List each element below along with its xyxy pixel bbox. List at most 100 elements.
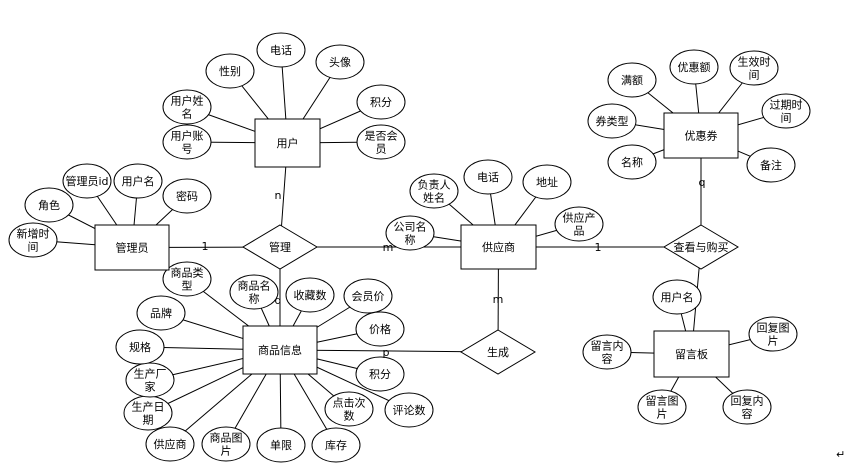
cardinality-c-coupon-viewbuy: q <box>699 176 706 189</box>
attribute-u-avatar: 头像 <box>315 44 365 80</box>
attribute-ellipse <box>607 144 657 180</box>
attribute-ellipse <box>115 329 165 365</box>
attribute-label-text: 间 <box>28 241 39 254</box>
attribute-ellipse <box>8 222 58 258</box>
attribute-label-text: 留言内 <box>591 339 624 353</box>
relationship-diamond <box>242 224 318 270</box>
attribute-label-text: 点击次 <box>333 396 366 410</box>
attribute-ellipse <box>162 89 212 125</box>
cardinality-c-user-manage: n <box>275 189 282 202</box>
entity-coupon: 优惠券 <box>663 112 739 159</box>
attribute-ellipse <box>385 215 435 251</box>
attribute-p-reviews: 评论数 <box>384 392 434 428</box>
relationship-view-buy: 查看与购买 <box>663 224 739 270</box>
attribute-label-text: 间 <box>781 112 792 125</box>
attribute-label-text: 用户名 <box>661 290 694 304</box>
attribute-label-text: 数 <box>344 410 355 423</box>
entity-box <box>94 224 170 271</box>
attribute-label-text: 会员价 <box>352 290 385 303</box>
entity-box <box>653 330 730 378</box>
attribute-p-brand: 品牌 <box>136 295 186 331</box>
attribute-label-text: 称 <box>249 292 260 306</box>
attribute-label-text: 片 <box>657 408 668 421</box>
attribute-label-text: 商品图 <box>210 431 243 445</box>
attribute-p-spec: 规格 <box>115 329 165 365</box>
attribute-label-text: 供应产 <box>563 211 596 225</box>
attribute-c-name: 名称 <box>607 144 657 180</box>
attribute-label-text: 容 <box>602 352 613 366</box>
entity-label: 商品信息 <box>258 343 302 357</box>
cardinality-c-supplier-viewbuy: 1 <box>595 241 602 254</box>
attribute-label-text: 评论数 <box>393 403 426 417</box>
attribute-label-text: 电话 <box>270 44 292 57</box>
relationship-label: 生成 <box>487 345 509 359</box>
entity-product: 商品信息 <box>242 325 318 375</box>
attribute-ellipse <box>582 334 632 370</box>
entity-label: 供应商 <box>482 240 515 254</box>
attribute-label-text: 用户账 <box>171 129 204 143</box>
attribute-p-mprice: 会员价 <box>343 278 393 314</box>
attribute-label-text: 生效时 <box>738 55 771 69</box>
attribute-label-text: 回复图 <box>757 321 790 335</box>
attribute-label-text: 管理员id <box>65 174 108 188</box>
cardinality-c-supplier-manage: m <box>383 241 394 254</box>
attribute-label-text: 价格 <box>369 322 391 336</box>
attribute-ellipse <box>256 427 306 463</box>
attribute-ellipse <box>315 44 365 80</box>
attribute-ellipse <box>356 124 406 160</box>
attribute-label-text: 负责人 <box>418 178 451 192</box>
attribute-p-points: 积分 <box>355 356 405 392</box>
relationship-diamond <box>460 329 536 375</box>
attribute-u-phone: 电话 <box>256 32 306 68</box>
attribute-ellipse <box>162 261 212 297</box>
attribute-label-text: 称 <box>405 233 416 247</box>
attribute-label-text: 生产厂 <box>134 367 167 381</box>
attribute-label-text: 片 <box>221 445 232 458</box>
entity-box <box>242 325 318 375</box>
return-glyph: ↵ <box>836 448 845 461</box>
attribute-c-note: 备注 <box>746 147 796 183</box>
attribute-p-stock: 库存 <box>311 427 361 463</box>
entity-user: 用户 <box>254 118 321 168</box>
attribute-ellipse <box>409 173 459 209</box>
attribute-label-text: 角色 <box>38 198 60 212</box>
entity-box <box>663 112 739 159</box>
attribute-label-text: 生产日 <box>132 400 165 414</box>
attribute-label-text: 单限 <box>270 439 292 452</box>
attribute-label-text: 优惠额 <box>678 60 711 74</box>
attribute-ellipse <box>324 391 374 427</box>
attribute-a-uname: 用户名 <box>113 163 163 199</box>
attribute-label-text: 商品名 <box>238 279 271 293</box>
attribute-p-limit: 单限 <box>256 427 306 463</box>
attribute-label-text: 电话 <box>477 171 499 184</box>
attribute-ellipse <box>587 103 637 139</box>
attribute-ellipse <box>554 206 604 242</box>
attribute-ellipse <box>729 50 779 86</box>
entity-supplier: 供应商 <box>460 224 537 270</box>
attribute-ellipse <box>201 426 251 462</box>
attribute-label-text: 用户姓 <box>171 94 204 108</box>
entity-board: 留言板 <box>653 330 730 378</box>
attribute-label-text: 号 <box>182 143 193 156</box>
attribute-label-text: 新增时 <box>17 227 50 241</box>
attribute-label-text: 满额 <box>621 74 643 87</box>
attribute-label-text: 收藏数 <box>294 288 327 302</box>
attribute-b-user: 用户名 <box>652 279 702 315</box>
attribute-label-text: 间 <box>749 69 760 82</box>
attribute-label-text: 是否会 <box>365 130 398 143</box>
attribute-ellipse <box>136 295 186 331</box>
attribute-ellipse <box>162 178 212 214</box>
relationship-label: 管理 <box>269 240 291 254</box>
attribute-c-amount: 优惠额 <box>669 49 719 85</box>
attribute-ellipse <box>463 159 513 195</box>
